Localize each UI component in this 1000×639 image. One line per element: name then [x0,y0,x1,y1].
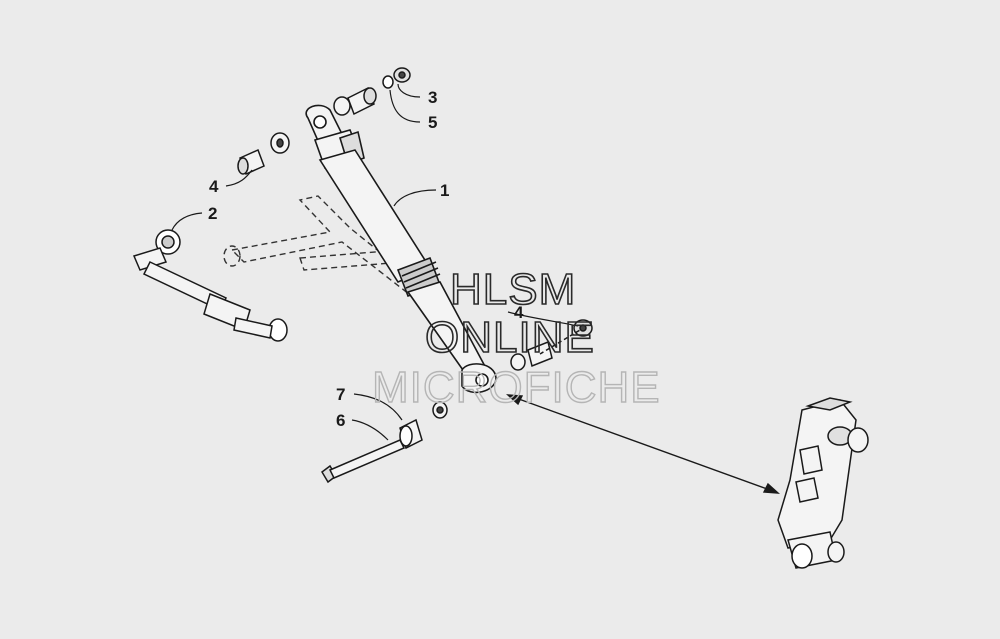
upper-hardware [237,67,411,176]
spindle-knuckle [777,397,869,569]
callout-4-lower: 4 [514,303,524,322]
watermark-microfiche: MICROFICHE [372,363,661,412]
lower-right-hardware [510,319,593,371]
spanner-tool [132,229,288,342]
callout-5: 5 [428,113,437,132]
assembly-arrow [506,394,780,494]
callout-3: 3 [428,88,437,107]
callout-4-upper: 4 [209,177,219,196]
watermark-online: ONLINE [425,313,595,362]
shock-absorber [305,104,497,394]
callout-7: 7 [336,385,345,404]
lower-bolt-assembly [321,401,448,484]
leader-lines [171,83,579,441]
callout-6: 6 [336,411,345,430]
callout-2: 2 [208,204,217,223]
callout-1: 1 [440,181,449,200]
watermark-hlsm: HLSM [450,265,576,314]
